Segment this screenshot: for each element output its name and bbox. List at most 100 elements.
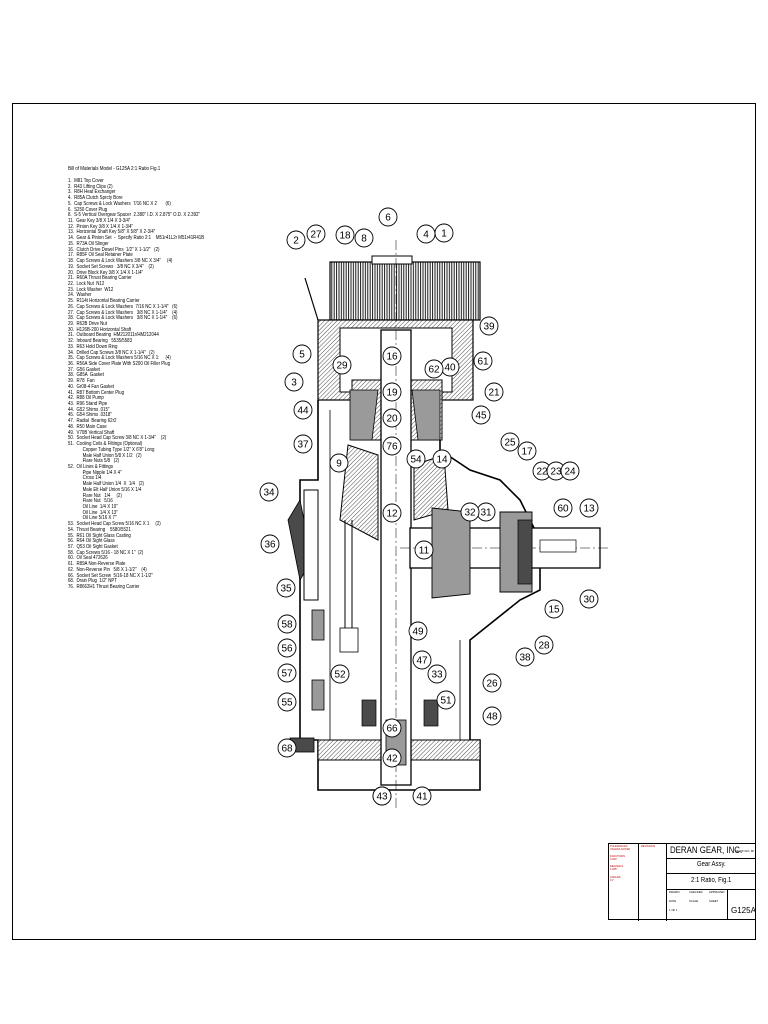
bom-item: 13. Horizontal Shaft Key 5/8" X 5/8" X 2…: [68, 229, 156, 236]
callout-balloon: 61: [473, 351, 493, 371]
bom-item: 8. S-5 Vertical Overgear Spacer 2.380" I…: [68, 212, 201, 219]
callout-number: 61: [477, 357, 489, 368]
bom-item: 41. R87 Bottom Center Plug: [68, 389, 125, 396]
callout-number: 5: [299, 350, 305, 361]
bom-item: 42. R88 Oil Pump: [68, 395, 104, 402]
callout-balloon: 17: [517, 441, 537, 461]
bom-item: Oil Line 1/4 X 13": [68, 509, 118, 516]
callout-balloon: 42: [382, 748, 402, 768]
bom-item: Male Elt Half Union 5/16 X 1/4: [68, 486, 142, 493]
bom-item: 12. Pinion Key 3/8 X 1/4 X 1-3/4": [68, 223, 134, 230]
bom-item: 20. Drive Block Key 3/8 X 1/4 X 1-1/4": [68, 269, 144, 276]
bom-item: 29. R62B Drive Nut: [68, 320, 107, 327]
callout-balloon: 41: [412, 786, 432, 806]
callout-number: 36: [264, 540, 276, 551]
info-field-label: DATE: [669, 899, 677, 903]
tolerance-label: TOLERANCES: [610, 845, 628, 848]
callout-balloon: 19: [382, 382, 402, 402]
callout-balloon: 51: [436, 690, 456, 710]
callout-balloon: 37: [293, 434, 313, 454]
callout-number: 42: [386, 754, 398, 765]
callout-balloon: 48: [482, 706, 502, 726]
callout-number: 2: [293, 236, 299, 247]
callout-number: 49: [412, 627, 424, 638]
drawing-title-line-1: Gear Assy.: [697, 861, 726, 868]
bom-item: 54. Thrust Bearing 5580/5521: [68, 526, 131, 533]
callout-balloon: 21: [484, 382, 504, 402]
bom-item: Male Half Union 1/4 X 1/4 (2): [68, 481, 144, 488]
bom-item: 50. Socket Head Cap Screw 3/8 NC X 1-3/4…: [68, 435, 167, 442]
side-cover-plate: [287, 489, 325, 711]
bom-item: Flare Nut 1/4 (2): [68, 492, 122, 499]
info-field-label: SCALE: [689, 899, 699, 903]
callout-number: 27: [310, 230, 322, 241]
bom-item: 35. Cap Screws & Lock Washers 5/16 NC X …: [68, 355, 171, 362]
callout-balloon: 35: [276, 578, 296, 598]
callout-number: 37: [297, 440, 309, 451]
callout-balloon: 12: [382, 503, 402, 523]
callout-number: 54: [410, 455, 422, 466]
callout-number: 3: [291, 378, 297, 389]
callout-number: 39: [483, 322, 495, 333]
revisions-column: [639, 844, 667, 921]
bom-item: 60. Oil Seal 472626: [68, 555, 108, 562]
bom-item: Oil Line 5/16 X 7": [68, 515, 117, 522]
company-name: DERAN GEAR, INC.: [670, 845, 743, 856]
bom-title: Bill of Materials Model - G125A 2:1 Rati…: [68, 166, 161, 172]
fields-rule: [667, 889, 756, 890]
callout-balloon: 38: [515, 647, 535, 667]
bom-item: 28. Cap Screws & Lock Washers 3/8 NC X 1…: [68, 315, 178, 322]
callout-balloon: 55: [277, 692, 297, 712]
callout-number: 19: [386, 388, 398, 399]
callout-balloon: 58: [277, 614, 297, 634]
revisions-label: REVISIONS: [641, 845, 656, 848]
callout-balloon: 27: [306, 224, 326, 244]
callout-number: 68: [281, 744, 293, 755]
callout-number: 30: [583, 595, 595, 606]
info-field-label: 1 OF 1: [669, 908, 678, 912]
drawing-title-line-2: 2:1 Ratio, Fig.1: [691, 877, 732, 884]
callout-balloon: 52: [330, 664, 350, 684]
ring-gear: [339, 444, 449, 541]
tolerance-label: UNLESS NOTED: [610, 848, 631, 852]
bom-item: 56. R64 Oil Sight Glass: [68, 538, 115, 545]
info-field-label: APPROVED: [709, 890, 725, 894]
bom-item: 57. Q53 Oil Sight Gasket: [68, 544, 118, 550]
bom-item: 40. Gr08-4 Fan Gasket: [68, 383, 115, 390]
bom-item: 39. R78 Fan: [68, 378, 95, 385]
callout-balloon: 39: [479, 316, 499, 336]
callout-number: 25: [504, 438, 516, 449]
bom-item: 11. Gear Key 3/8 X 1/4 X 3-3/4": [68, 218, 131, 225]
callout-number: 41: [416, 792, 428, 803]
callout-balloon: 49: [408, 621, 428, 641]
callout-number: 44: [297, 406, 309, 417]
callout-balloon: 54: [406, 449, 426, 469]
oil-lines: [339, 520, 439, 727]
callout-number: 76: [386, 442, 398, 453]
bom-item: Flare Nuts 5/8 (2): [68, 458, 120, 465]
bom-item: 44. G52 Shims .015": [68, 406, 110, 413]
tolerance-label: ±.005": [610, 868, 618, 872]
bom-item: 66. Socket Set Screw 5/16-18 NC X 1-1/2": [68, 572, 153, 579]
drawing-sheet-border: [12, 103, 756, 940]
callout-balloon: 29: [332, 355, 352, 375]
callout-balloon: 40: [440, 357, 460, 377]
callout-balloon: 45: [471, 405, 491, 425]
bom-item: Copper Tubing Type 1/2" X 6'8" Long: [68, 446, 155, 453]
callout-balloon: 14: [432, 449, 452, 469]
callout-balloon: 25: [500, 432, 520, 452]
tolerance-label: ±1/64": [610, 858, 618, 862]
callout-number: 38: [519, 653, 531, 664]
bom-item: 19. Socket Set Screws 3/8 NC X 3/4" (2): [68, 263, 154, 270]
callout-balloon: 44: [293, 400, 313, 420]
callout-number: 8: [361, 234, 367, 245]
callout-balloon: 9: [329, 453, 349, 473]
callout-number: 29: [336, 361, 348, 372]
bom-item: Cross 1/4: [68, 475, 102, 482]
callout-number: 57: [281, 669, 293, 680]
callout-number: 31: [480, 508, 492, 519]
